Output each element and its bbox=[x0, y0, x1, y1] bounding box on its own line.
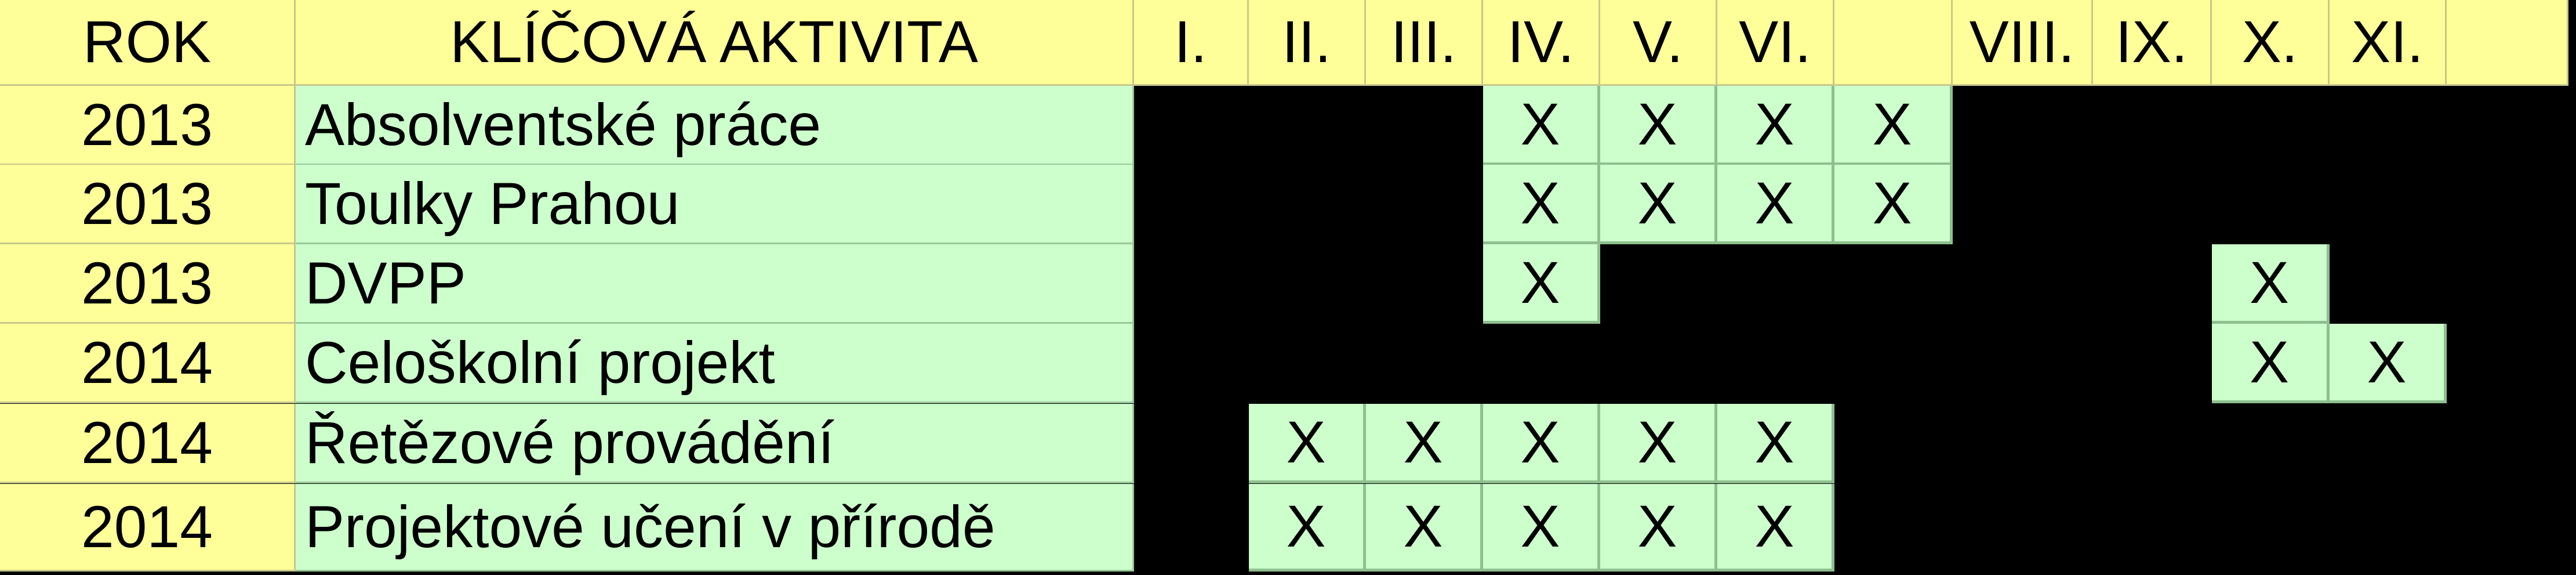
row-activity: DVPP bbox=[296, 244, 1134, 324]
row-year: 2013 bbox=[0, 244, 296, 324]
row-year: 2014 bbox=[0, 324, 296, 403]
header-month-9: IX. bbox=[2093, 0, 2212, 86]
month-mark: X bbox=[1249, 484, 1366, 572]
row-activity: Celoškolní projekt bbox=[296, 324, 1134, 403]
month-mark: X bbox=[1717, 404, 1834, 483]
row-year: 2013 bbox=[0, 165, 296, 244]
header-month-2: II. bbox=[1249, 0, 1366, 86]
month-mark: X bbox=[2212, 244, 2330, 324]
month-mark: X bbox=[1717, 484, 1834, 572]
header-month-12 bbox=[2447, 0, 2568, 86]
month-mark: X bbox=[1366, 404, 1483, 483]
row-activity: Absolventské práce bbox=[296, 86, 1134, 165]
row-year: 2014 bbox=[0, 404, 296, 483]
month-mark: X bbox=[1834, 86, 1953, 165]
row-activity: Řetězové provádění bbox=[296, 404, 1134, 483]
month-mark: X bbox=[1717, 86, 1834, 165]
month-mark: X bbox=[1483, 86, 1600, 165]
month-mark: X bbox=[1600, 86, 1717, 165]
header-month-5: V. bbox=[1600, 0, 1717, 86]
row-activity: Toulky Prahou bbox=[296, 165, 1134, 244]
month-mark: X bbox=[1600, 484, 1717, 572]
row-activity: Projektové učení v přírodě bbox=[296, 484, 1134, 572]
header-month-7 bbox=[1834, 0, 1953, 86]
month-mark: X bbox=[1600, 404, 1717, 483]
row-year: 2014 bbox=[0, 484, 296, 572]
month-mark: X bbox=[1249, 404, 1366, 483]
month-mark: X bbox=[1600, 165, 1717, 244]
month-mark: X bbox=[1834, 165, 1953, 244]
month-mark: X bbox=[1483, 484, 1600, 572]
month-mark: X bbox=[2212, 324, 2330, 403]
header-month-11: XI. bbox=[2330, 0, 2447, 86]
month-mark: X bbox=[1717, 165, 1834, 244]
header-month-8: VIII. bbox=[1953, 0, 2093, 86]
month-mark: X bbox=[1366, 484, 1483, 572]
header-month-10: X. bbox=[2212, 0, 2330, 86]
header-month-4: IV. bbox=[1483, 0, 1600, 86]
header-month-6: VI. bbox=[1717, 0, 1834, 86]
month-mark: X bbox=[1483, 404, 1600, 483]
month-mark: X bbox=[2330, 324, 2447, 403]
month-mark: X bbox=[1483, 244, 1600, 324]
month-mark: X bbox=[1483, 165, 1600, 244]
row-year: 2013 bbox=[0, 86, 296, 165]
header-year: ROK bbox=[0, 0, 296, 86]
header-activity: KLÍČOVÁ AKTIVITA bbox=[296, 0, 1134, 86]
header-month-3: III. bbox=[1366, 0, 1483, 86]
header-month-1: I. bbox=[1134, 0, 1249, 86]
